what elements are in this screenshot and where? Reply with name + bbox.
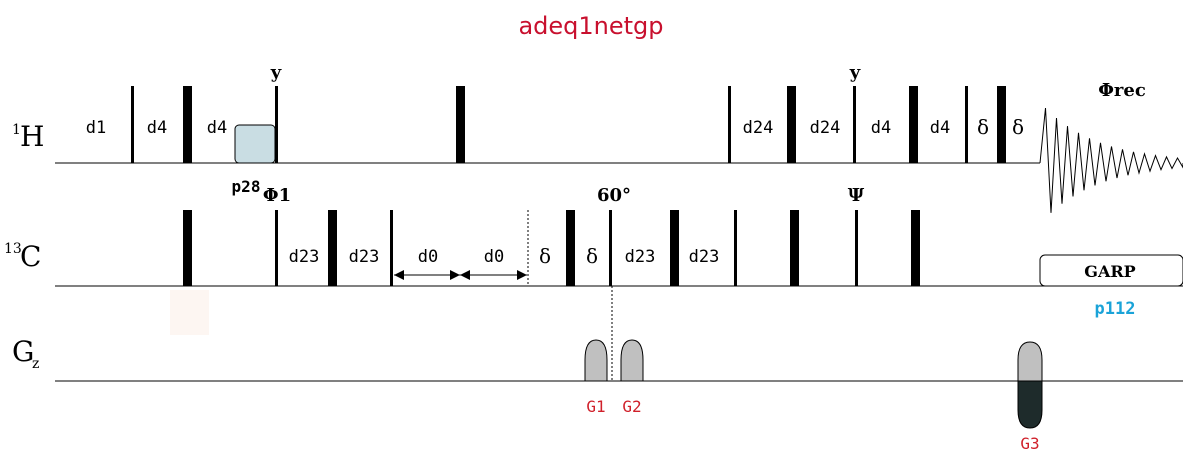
channel-label-13c: 13 C [4, 240, 41, 273]
delay-label: d23 [289, 247, 320, 267]
garp-label: GARP [1084, 262, 1135, 281]
h1-90-pulse [728, 86, 731, 163]
gradient-label: G2 [622, 397, 641, 416]
c13-90-pulse [734, 210, 737, 286]
gradient-g3-negative [1017, 380, 1043, 429]
arrowhead [394, 270, 404, 280]
h1-delays: d1 d4 d4 d24 d24 d4 d4 δ δ [86, 115, 1024, 139]
c13-180-pulse [566, 210, 575, 286]
phase-label: y [849, 62, 861, 83]
delay-label: d0 [418, 247, 438, 267]
h1-90-pulse [965, 86, 968, 163]
p28-trim-pulse [234, 124, 276, 164]
delay-label: d23 [349, 247, 380, 267]
delay-label: δ [977, 115, 989, 139]
delay-label: δ [539, 244, 551, 268]
garp-decoupling-block [1039, 254, 1183, 287]
h1-90-pulse [853, 86, 856, 163]
sequence-title: adeq1netgp [518, 12, 663, 40]
c13-90-pulse [275, 210, 278, 286]
arrowhead [450, 270, 460, 280]
h1-symbol: H [20, 120, 44, 153]
d0-arrows [394, 270, 527, 280]
arrowhead [517, 270, 527, 280]
faint-marker [170, 290, 209, 335]
c13-60-pulse [609, 210, 612, 286]
delay-label: d4 [930, 118, 950, 138]
c13-delays: d23 d23 d0 d0 δ δ d23 d23 [289, 244, 720, 268]
c13-pulses [183, 210, 920, 286]
c13-mass-number: 13 [4, 241, 22, 257]
delay-label: d23 [625, 247, 656, 267]
phase-label: Ψ [848, 185, 865, 206]
delay-label: d4 [147, 118, 167, 138]
arrowhead [460, 270, 470, 280]
delay-label: d23 [689, 247, 720, 267]
c13-180-pulse [790, 210, 799, 286]
h1-90-pulse [275, 86, 278, 163]
gradient-g3-positive [1017, 341, 1043, 382]
p28-label: p28 [232, 177, 261, 196]
gz-subscript: z [32, 356, 39, 372]
h1-180-pulse [183, 86, 192, 163]
p112-label: p112 [1095, 299, 1136, 319]
h1-180-pulse [997, 86, 1006, 163]
delay-label: d24 [743, 118, 774, 138]
gradient-label: G1 [586, 397, 605, 416]
c13-90-pulse [390, 210, 393, 286]
delay-label: d4 [207, 118, 227, 138]
h1-180-pulse [787, 86, 796, 163]
gradient-g1 [584, 339, 608, 382]
c13-180-pulse [670, 210, 679, 286]
fid-signal [1039, 107, 1183, 213]
gradient-g2 [620, 339, 644, 382]
c13-180-pulse [328, 210, 337, 286]
channel-label-1h: 1 H [12, 120, 44, 153]
delay-label: δ [1012, 115, 1024, 139]
gradient-label: G3 [1020, 434, 1039, 453]
phase-label: y [270, 62, 282, 83]
delay-label: d4 [871, 118, 891, 138]
c13-180-pulse [183, 210, 192, 286]
gz-symbol: G [12, 335, 34, 368]
h1-mass-number: 1 [12, 122, 21, 138]
flip-angle-label: 60° [597, 185, 631, 206]
gradient-pulses [584, 339, 1043, 429]
h1-180-pulse [909, 86, 918, 163]
delay-label: d0 [484, 247, 504, 267]
h1-180-pulse [456, 86, 465, 163]
channel-label-gz: G z [12, 335, 39, 372]
c13-symbol: C [20, 240, 41, 273]
h1-pulses [131, 86, 1006, 164]
receiver-phase-label: Φrec [1098, 80, 1146, 101]
c13-90-pulse [855, 210, 858, 286]
phase-label: Φ1 [263, 185, 291, 206]
delay-label: δ [586, 244, 598, 268]
delay-label: d1 [86, 118, 106, 138]
delay-label: d24 [810, 118, 841, 138]
h1-90-pulse [131, 86, 134, 163]
c13-180-pulse [911, 210, 920, 286]
